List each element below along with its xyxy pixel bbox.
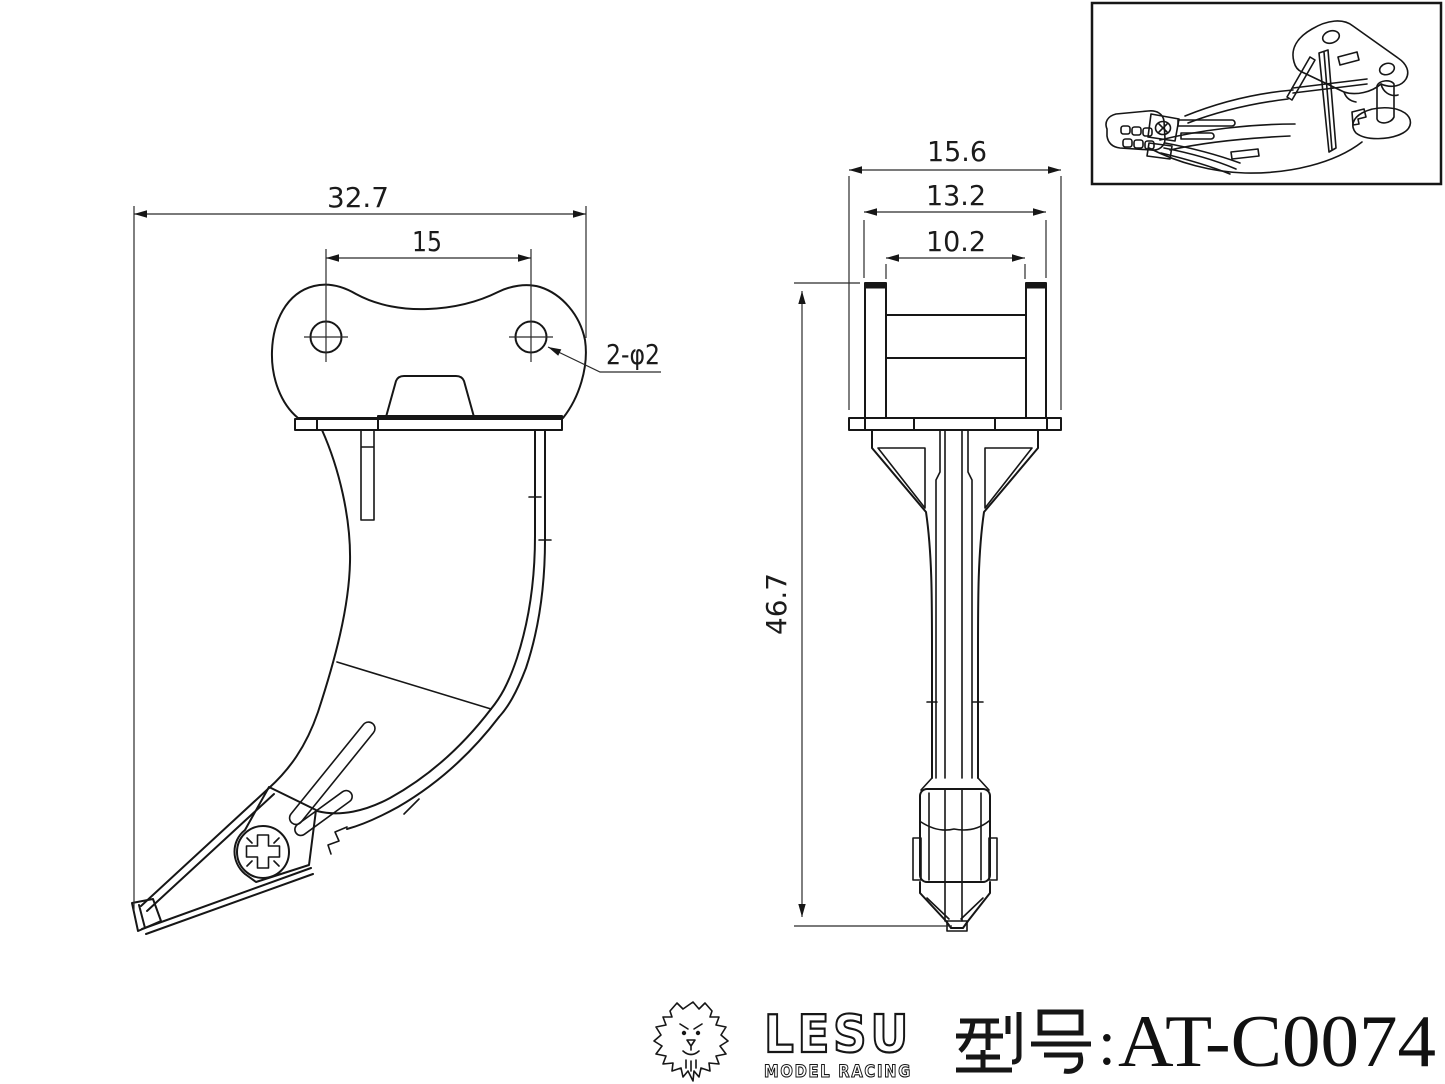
footer: LESU MODEL RACING 型号 : AT-C0074 bbox=[653, 1001, 1436, 1083]
front-base-plate bbox=[848, 417, 1062, 431]
dim-front-inner-width-value: 10.2 bbox=[926, 225, 986, 258]
iso-hole-top bbox=[1321, 29, 1341, 45]
shank-slots bbox=[288, 721, 376, 837]
brand-text: LESU bbox=[764, 1005, 912, 1065]
shoulder-pockets bbox=[877, 447, 1033, 509]
section-ticks bbox=[528, 496, 552, 541]
side-view-outline bbox=[131, 283, 587, 935]
side-view: 32.7 15 2-φ2 bbox=[131, 181, 661, 935]
iso-arm-bottom bbox=[1148, 141, 1363, 174]
iso-hole-bottom bbox=[1378, 62, 1396, 76]
callout-holes-value: 2-φ2 bbox=[606, 338, 660, 371]
tooth-tab-left bbox=[912, 837, 922, 881]
edge-notch bbox=[327, 826, 348, 855]
dim-hole-spacing: 15 bbox=[304, 225, 553, 362]
iso-view bbox=[1090, 1, 1443, 186]
brand-subtitle: MODEL RACING bbox=[764, 1062, 912, 1082]
tooth-tab-right bbox=[988, 837, 998, 881]
dim-side-overall-width-value: 32.7 bbox=[327, 181, 389, 214]
dim-front-height: 46.7 bbox=[760, 282, 952, 927]
iso-model bbox=[1105, 20, 1412, 175]
model-separator: : bbox=[1098, 1007, 1116, 1078]
phillips-screw-icon bbox=[236, 825, 290, 879]
tooth-lower-edge bbox=[141, 867, 314, 935]
base-plate bbox=[294, 415, 563, 431]
shank-center-lines bbox=[935, 429, 973, 779]
hanging-pin bbox=[360, 429, 375, 521]
post-cap-right bbox=[1025, 282, 1047, 289]
model-number: AT-C0074 bbox=[1118, 1001, 1436, 1083]
iso-foot-plate bbox=[1352, 106, 1412, 140]
iso-screw-icon bbox=[1154, 120, 1172, 136]
post-cap-left bbox=[864, 282, 887, 289]
boss-bump bbox=[385, 375, 475, 418]
iso-view-frame bbox=[1090, 1, 1443, 186]
iso-screw-plate bbox=[1147, 113, 1180, 142]
model-label-cjk: 型号 bbox=[956, 1009, 1091, 1074]
dim-front-outer-width: 15.6 bbox=[848, 135, 1062, 410]
tooth-tip bbox=[131, 898, 162, 932]
dim-front-height-value: 46.7 bbox=[760, 573, 793, 635]
callout-holes: 2-φ2 bbox=[547, 338, 661, 373]
front-view-outline bbox=[848, 282, 1062, 932]
lion-logo-icon bbox=[653, 1001, 729, 1082]
iso-pin-cylinder bbox=[1376, 80, 1395, 124]
front-view: 15.6 13.2 10.2 46.7 bbox=[760, 135, 1062, 932]
tooth-adapter-block bbox=[233, 786, 317, 883]
dim-front-mid-width: 13.2 bbox=[863, 179, 1047, 278]
iso-rods bbox=[1177, 119, 1236, 140]
iso-back-plate bbox=[1318, 49, 1337, 153]
section-line bbox=[336, 661, 492, 710]
tooth-block bbox=[919, 788, 991, 883]
dim-front-outer-width-value: 15.6 bbox=[927, 135, 987, 168]
dim-side-overall-width: 32.7 bbox=[133, 181, 587, 910]
side-posts bbox=[864, 282, 1047, 419]
iso-arm-slot bbox=[1230, 148, 1260, 160]
dim-front-mid-width-value: 13.2 bbox=[926, 179, 986, 212]
iso-brace bbox=[1286, 56, 1316, 101]
dim-front-inner-width: 10.2 bbox=[885, 225, 1026, 279]
crossbar bbox=[885, 314, 1027, 359]
dim-hole-spacing-value: 15 bbox=[412, 225, 442, 258]
tooth-upper-edge bbox=[140, 787, 275, 912]
